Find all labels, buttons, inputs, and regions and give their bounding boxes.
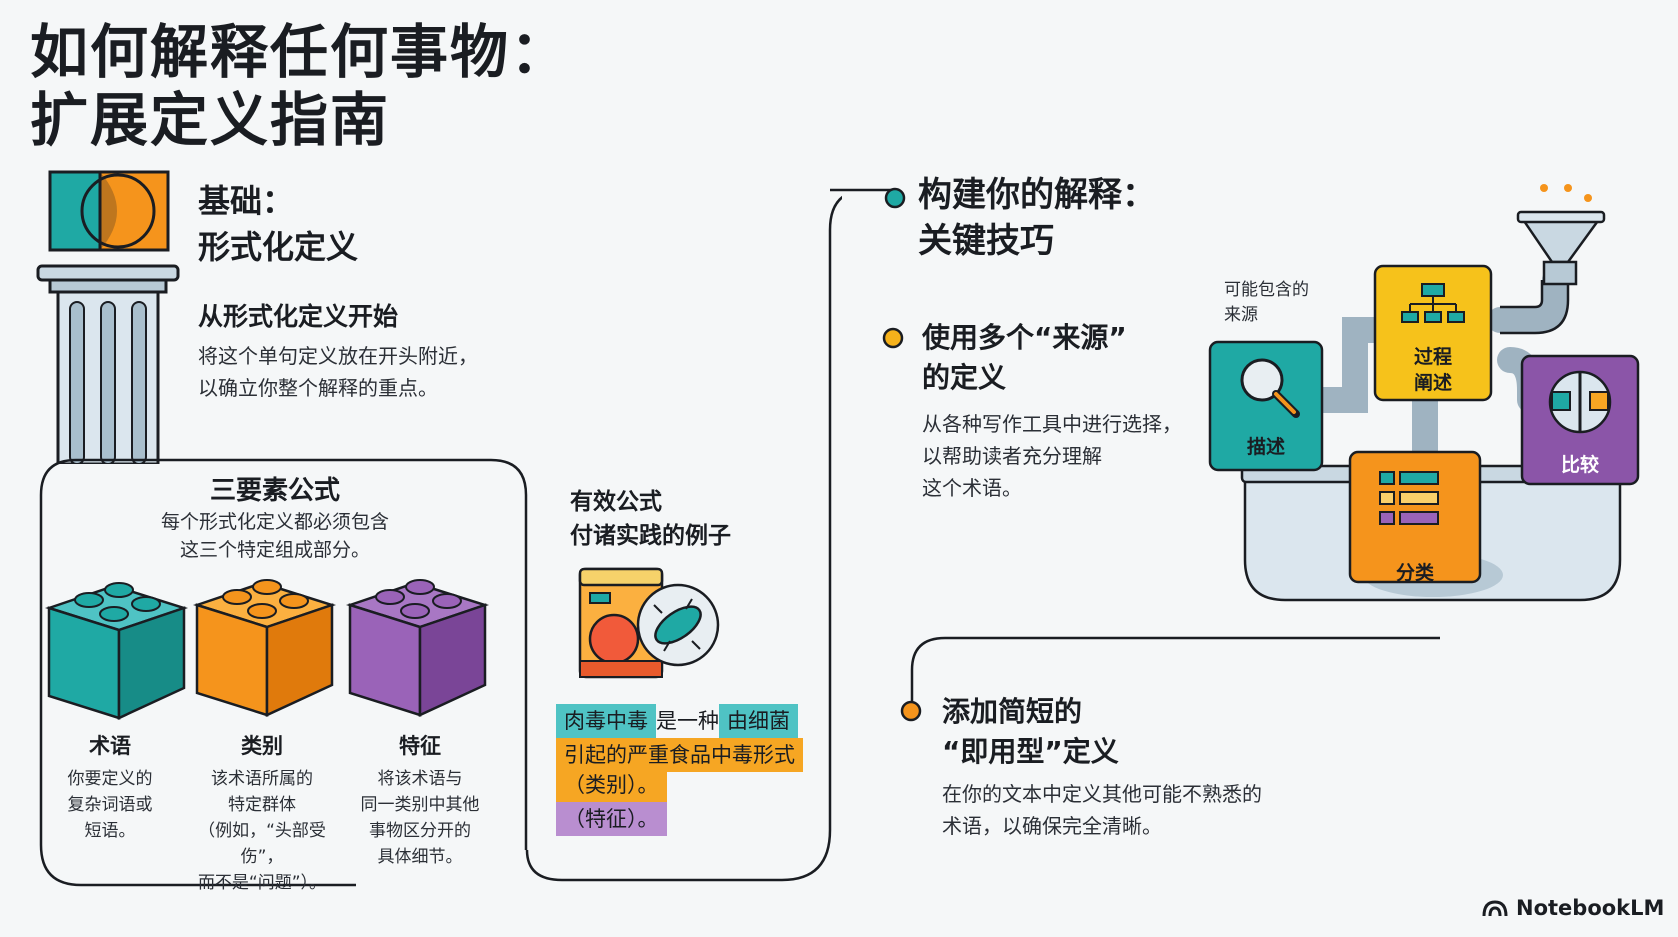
sources-description: 从各种写作工具中进行选择， 以帮助读者充分理解 这个术语。 [922, 412, 1182, 500]
category-brick-icon [192, 579, 337, 717]
venn-blocks-icon [48, 170, 170, 252]
formula-description: 每个形式化定义都必须包含 这三个特定组成部分。 [160, 511, 389, 561]
example-sentence-line4: （特征）。 [556, 802, 667, 836]
canned-food-bacteria-icon [578, 567, 720, 679]
pillar-icon [36, 264, 180, 464]
notebooklm-icon [1482, 900, 1508, 917]
item-bullet-icon [900, 700, 922, 722]
foundation-subheading: 从形式化定义开始 [198, 302, 399, 331]
term-brick-icon [44, 582, 189, 720]
page-title: 如何解释任何事物： 扩展定义指南 [30, 18, 571, 154]
feature-highlight: （特征）。 [556, 802, 667, 836]
connector-lines [830, 188, 1440, 710]
category-start-highlight: 由细菌 [719, 704, 798, 738]
example-sentence-line2: 引起的严重食品中毒形式 [556, 738, 803, 772]
quick-definition-title: 添加简短的 “即用型”定义 [942, 695, 1119, 768]
example-sentence-line1: 肉毒中毒是一种由细菌 [556, 704, 798, 738]
category-label-highlight: （类别）。 [556, 768, 667, 802]
example-sentence-line3: （类别）。 [556, 768, 667, 802]
brand-logo: NotebookLM [1482, 896, 1664, 920]
quick-definition-description: 在你的文本中定义其他可能不熟悉的 术语，以确保完全清晰。 [942, 782, 1262, 838]
sources-title: 使用多个“来源” 的定义 [922, 321, 1127, 394]
item-bullet-icon [882, 327, 904, 349]
definition-machine-illustration [1208, 184, 1640, 602]
category-highlight: 引起的严重食品中毒形式 [556, 738, 803, 772]
formula-panel-frame [39, 458, 528, 887]
example-heading: 有效公式 付诸实践的例子 [570, 489, 731, 549]
formula-heading: 三要素公式 [209, 476, 340, 506]
feature-item: 特征 将该术语与 同一类别中其他 事物区分开的 具体细节。 [360, 734, 480, 867]
foundation-heading: 基础： 形式化定义 [198, 182, 359, 266]
machine-caption: 可能包含的 来源 [1224, 280, 1309, 325]
category-item: 类别 该术语所属的 特定群体 （例如，“头部受伤”， 而不是“问题”）。 [197, 734, 327, 893]
term-highlight: 肉毒中毒 [556, 704, 656, 738]
foundation-description: 将这个单句定义放在开头附近， 以确立你整个解释的重点。 [198, 344, 478, 400]
example-panel-frame [525, 195, 842, 882]
heading-bullet-icon [884, 187, 906, 209]
techniques-heading: 构建你的解释： 关键技巧 [918, 175, 1156, 261]
term-item: 术语 你要定义的 复杂词语或 短语。 [67, 734, 153, 841]
feature-brick-icon [345, 579, 490, 717]
